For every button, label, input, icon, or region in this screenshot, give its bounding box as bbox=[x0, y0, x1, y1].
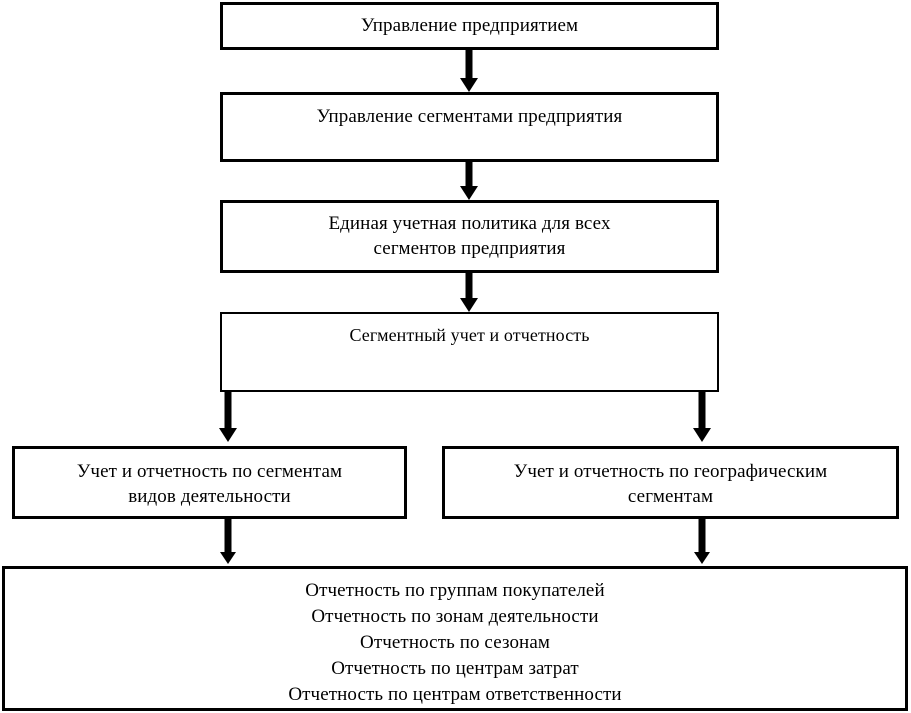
node-report-list[interactable]: Отчетность по группам покупателей Отчетн… bbox=[2, 566, 908, 711]
node-label: Отчетность по группам покупателей Отчетн… bbox=[288, 580, 622, 705]
node-geographic-segments[interactable]: Учет и отчетность по географическим сегм… bbox=[442, 446, 899, 519]
node-label: Единая учетная политика для всех сегмент… bbox=[328, 213, 611, 259]
arrow-head bbox=[460, 78, 478, 92]
arrow-shaft bbox=[698, 392, 706, 432]
node-activity-segments[interactable]: Учет и отчетность по сегментам видов дея… bbox=[12, 446, 407, 519]
arrow-shaft bbox=[224, 519, 232, 555]
arrow-head bbox=[460, 186, 478, 200]
arrow-shaft bbox=[224, 392, 232, 432]
arrow-head bbox=[693, 428, 711, 442]
node-label: Учет и отчетность по сегментам видов дея… bbox=[76, 461, 343, 507]
arrow-shaft bbox=[698, 519, 706, 555]
node-label: Управление предприятием bbox=[360, 15, 579, 36]
node-segment-management[interactable]: Управление сегментами предприятия bbox=[220, 92, 719, 162]
arrow-shaft bbox=[465, 273, 473, 300]
arrow-head bbox=[460, 298, 478, 312]
node-segment-accounting[interactable]: Сегментный учет и отчетность bbox=[220, 312, 719, 392]
node-unified-policy[interactable]: Единая учетная политика для всех сегмент… bbox=[220, 200, 719, 273]
node-label: Сегментный учет и отчетность bbox=[349, 325, 590, 345]
arrow-shaft bbox=[465, 162, 473, 188]
arrow-head bbox=[220, 552, 236, 564]
arrow-shaft bbox=[465, 50, 473, 80]
node-label: Учет и отчетность по географическим сегм… bbox=[513, 461, 828, 507]
node-label: Управление сегментами предприятия bbox=[316, 106, 623, 127]
arrow-head bbox=[694, 552, 710, 564]
node-enterprise-management[interactable]: Управление предприятием bbox=[220, 2, 719, 50]
arrow-head bbox=[219, 428, 237, 442]
